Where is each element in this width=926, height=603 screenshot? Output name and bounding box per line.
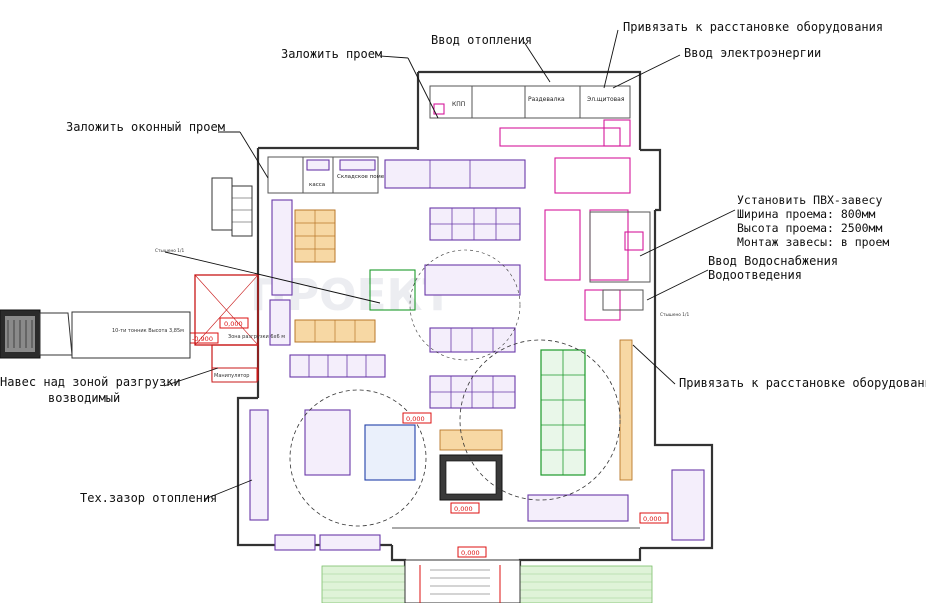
room-kassa: касса	[309, 182, 325, 188]
level-tag-3: 0,000	[454, 505, 473, 513]
leader-lines	[163, 29, 736, 500]
annotation-heating-gap: Тех.зазор отопления	[80, 491, 217, 505]
annotation-pvc-line-1: Установить ПВХ-завесу	[737, 193, 882, 207]
annotation-canopy-line-1: Навес над зоной разгрузки	[0, 375, 181, 389]
annotation-pvc-line-4: Монтаж завесы: в проем	[737, 235, 889, 249]
outer-walls	[236, 70, 714, 603]
annotation-bind-equipment: Привязать к расстановке оборудования	[623, 20, 883, 34]
vehicle-label: 10-ти тонник Высота 3,85м	[112, 328, 184, 334]
manipulator-label: Манипулятор	[214, 373, 249, 379]
room-razdevalka: Раздевалка	[528, 96, 565, 103]
room-kpp: КПП	[452, 101, 465, 108]
unloading-zone	[0, 177, 259, 383]
level-tag-6: 0,000	[406, 415, 425, 423]
annotation-lay-opening: Заложить проем	[281, 47, 382, 61]
level-tag-4: 0,000	[461, 549, 480, 557]
level-tag-1: 0,000	[224, 320, 243, 328]
annotation-pvc-line-2: Ширина проема: 800мм	[737, 207, 876, 221]
room-warehouse: Складское помещение	[337, 174, 404, 180]
annex-rooms	[429, 85, 631, 147]
shelter-label: Зона разгрузки 6x6 м	[228, 334, 285, 340]
annotation-canopy-line-2: возводимый	[48, 391, 120, 405]
annotation-water-line-2: Водоотведения	[708, 268, 802, 282]
annotation-water-line-1: Ввод Водоснабжения	[708, 254, 838, 268]
site-strip	[321, 559, 653, 603]
sink-label-1: Стышено 1/1	[155, 248, 184, 254]
level-tags: 0,000 -0,900 0,000 0,000 0,000 0,000	[189, 317, 669, 558]
annotation-electricity-inlet: Ввод электроэнергии	[684, 46, 821, 60]
sink-label-2: Стышено 1/1	[660, 312, 689, 318]
annotation-heating-inlet: Ввод отопления	[431, 33, 532, 47]
level-tag-5: 0,000	[643, 515, 662, 523]
level-tag-2: -0,900	[192, 335, 213, 343]
central-equipment	[249, 157, 705, 551]
upper-left-rooms	[267, 156, 386, 378]
annotation-pvc-line-3: Высота проема: 2500мм	[737, 221, 882, 235]
room-el-shitovaya: Эл.щитовая	[587, 96, 625, 103]
annotation-lay-window-opening: Заложить оконный проем	[66, 120, 225, 134]
annotation-bind-equipment-2: Привязать к расстановке оборудования	[679, 376, 926, 390]
